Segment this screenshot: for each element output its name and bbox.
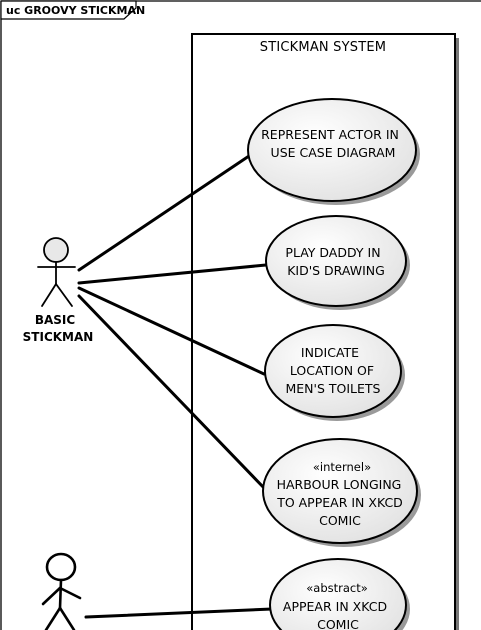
stickman-figure-icon (41, 552, 82, 630)
use-case-play-daddy[interactable]: PLAY DADDY IN KID'S DRAWING (265, 215, 410, 310)
frame-tab (0, 0, 137, 20)
use-case-ellipse (269, 558, 407, 630)
use-case-label-line-1: HARBOUR LONGING (277, 477, 402, 492)
actor-stickman-2[interactable] (41, 552, 82, 630)
use-case-label-line-2: COMIC (317, 617, 359, 630)
use-case-label-line-2: TO APPEAR IN XKCD (276, 495, 403, 510)
associations (77, 154, 274, 619)
association-line (77, 263, 268, 285)
use-case-stereotype: «internel» (313, 460, 371, 474)
use-case-label-line-1: INDICATE (301, 345, 359, 360)
actor-label-line-2: STICKMAN (23, 330, 94, 344)
association-line (77, 294, 268, 492)
use-case-label-line-2: KID'S DRAWING (287, 263, 385, 278)
frame-label: uc GROOVY STICKMAN (6, 4, 145, 17)
system-title: STICKMAN SYSTEM (260, 40, 386, 55)
use-case-indicate-toilets[interactable]: INDICATE LOCATION OF MEN'S TOILETS (264, 324, 405, 421)
actor-basic-stickman[interactable]: BASIC STICKMAN (23, 237, 94, 344)
association-line (77, 286, 266, 376)
use-case-ellipse (264, 324, 402, 418)
use-case-label-line-3: MEN'S TOILETS (286, 381, 381, 396)
use-case-label-line-1: REPRESENT ACTOR IN (261, 127, 399, 142)
use-case-ellipse (247, 98, 417, 202)
association-line (84, 607, 274, 619)
stickman-figure-icon (37, 237, 76, 307)
use-case-label-line-2: LOCATION OF (290, 363, 374, 378)
use-case-label-line-2: USE CASE DIAGRAM (271, 145, 396, 160)
use-case-ellipse (262, 438, 418, 544)
use-case-appear-in-xkcd[interactable]: «abstract» APPEAR IN XKCD COMIC (269, 558, 410, 630)
use-case-label-line-1: PLAY DADDY IN (285, 245, 380, 260)
use-case-stereotype: «abstract» (306, 581, 368, 595)
association-line (77, 154, 251, 272)
actor-label-line-1: BASIC (35, 313, 76, 327)
use-case-ellipse (265, 215, 407, 307)
use-case-label-line-3: COMIC (319, 513, 361, 528)
use-case-harbour-longing[interactable]: «internel» HARBOUR LONGING TO APPEAR IN … (262, 438, 421, 547)
use-case-label-line-1: APPEAR IN XKCD (283, 599, 387, 614)
use-case-represent-actor[interactable]: REPRESENT ACTOR IN USE CASE DIAGRAM (247, 98, 420, 205)
